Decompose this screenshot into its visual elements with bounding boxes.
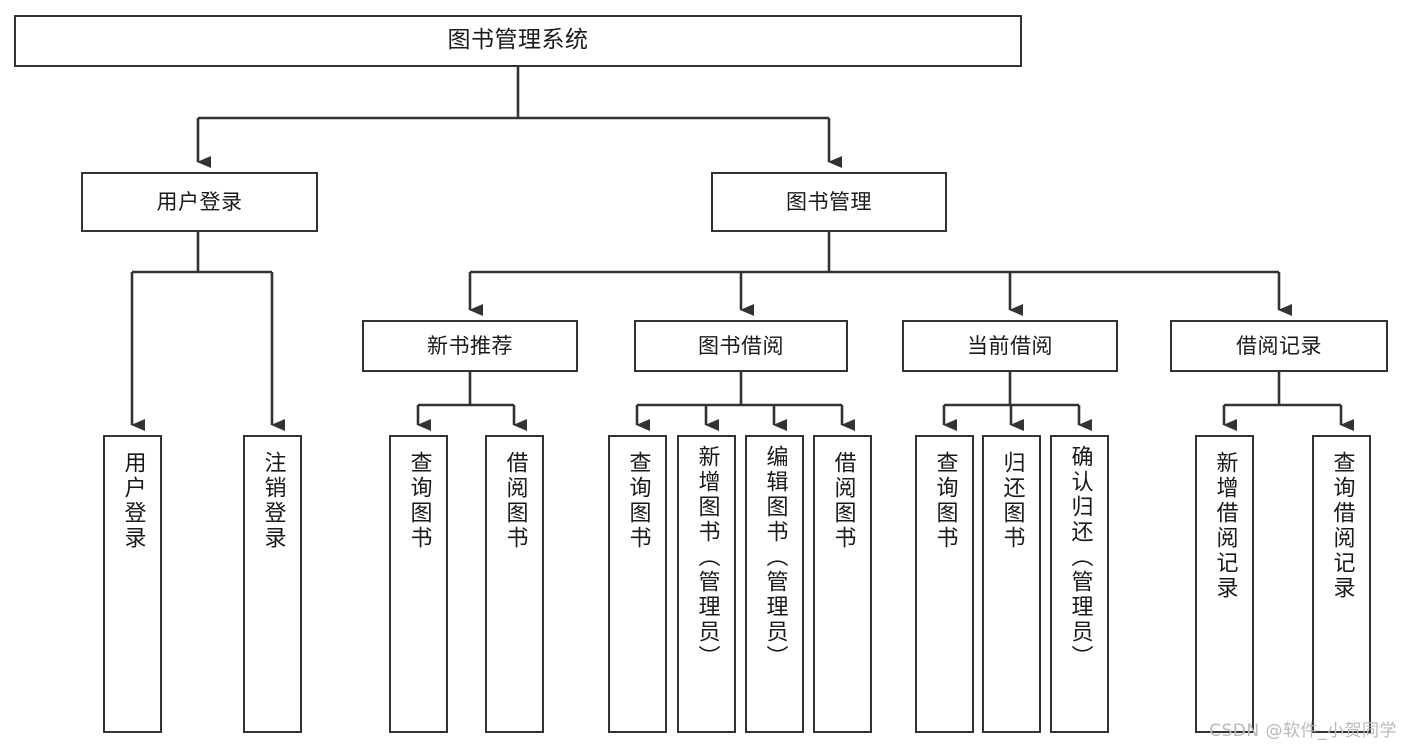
node-root-system[interactable]: 图书管理系统 [14,15,1022,67]
leaf-current-confirm-return-admin[interactable]: 确认归还（管理员） [1050,435,1109,733]
leaf-current-return-book[interactable]: 归还图书 [982,435,1041,733]
node-label: 确认归还（管理员） [1067,445,1093,670]
csdn-watermark: CSDN @软件_小贺同学 [1209,721,1397,741]
leaf-records-query-record[interactable]: 查询借阅记录 [1312,435,1371,733]
node-label: 图书管理系统 [447,27,589,54]
node-label: 编辑图书（管理员） [762,445,788,670]
node-user-login[interactable]: 用户登录 [81,172,318,232]
leaf-borrow-query-book[interactable]: 查询图书 [608,435,667,733]
leaf-borrow-add-book-admin[interactable]: 新增图书（管理员） [677,435,736,733]
node-book-management[interactable]: 图书管理 [711,172,947,232]
node-label: 借阅图书 [830,451,856,551]
leaf-borrow-borrow-book[interactable]: 借阅图书 [813,435,872,733]
leaf-new-book-borrow[interactable]: 借阅图书 [485,435,544,733]
node-label: 图书借阅 [698,333,784,358]
node-label: 借阅记录 [1236,333,1322,358]
leaf-records-add-record[interactable]: 新增借阅记录 [1195,435,1254,733]
node-label: 查询借阅记录 [1329,451,1355,601]
node-label: 查询图书 [932,451,958,551]
leaf-user-login-login[interactable]: 用户登录 [103,435,162,733]
node-label: 当前借阅 [967,333,1053,358]
leaf-current-query-book[interactable]: 查询图书 [915,435,974,733]
node-label: 查询图书 [406,451,432,551]
node-label: 借阅图书 [502,451,528,551]
leaf-borrow-edit-book-admin[interactable]: 编辑图书（管理员） [745,435,804,733]
node-label: 图书管理 [786,189,872,214]
node-book-borrow[interactable]: 图书借阅 [634,320,848,372]
node-label: 用户登录 [156,189,243,214]
leaf-new-book-query[interactable]: 查询图书 [389,435,448,733]
node-new-book-recommend[interactable]: 新书推荐 [362,320,578,372]
node-label: 归还图书 [999,451,1025,551]
node-label: 新增借阅记录 [1212,451,1238,601]
node-label: 查询图书 [625,451,651,551]
node-label: 新书推荐 [427,333,513,358]
node-borrow-records[interactable]: 借阅记录 [1170,320,1388,372]
node-current-borrow[interactable]: 当前借阅 [902,320,1118,372]
node-label: 用户登录 [120,451,146,551]
leaf-user-login-logout[interactable]: 注销登录 [243,435,302,733]
node-label: 注销登录 [260,451,286,551]
node-label: 新增图书（管理员） [694,445,720,670]
